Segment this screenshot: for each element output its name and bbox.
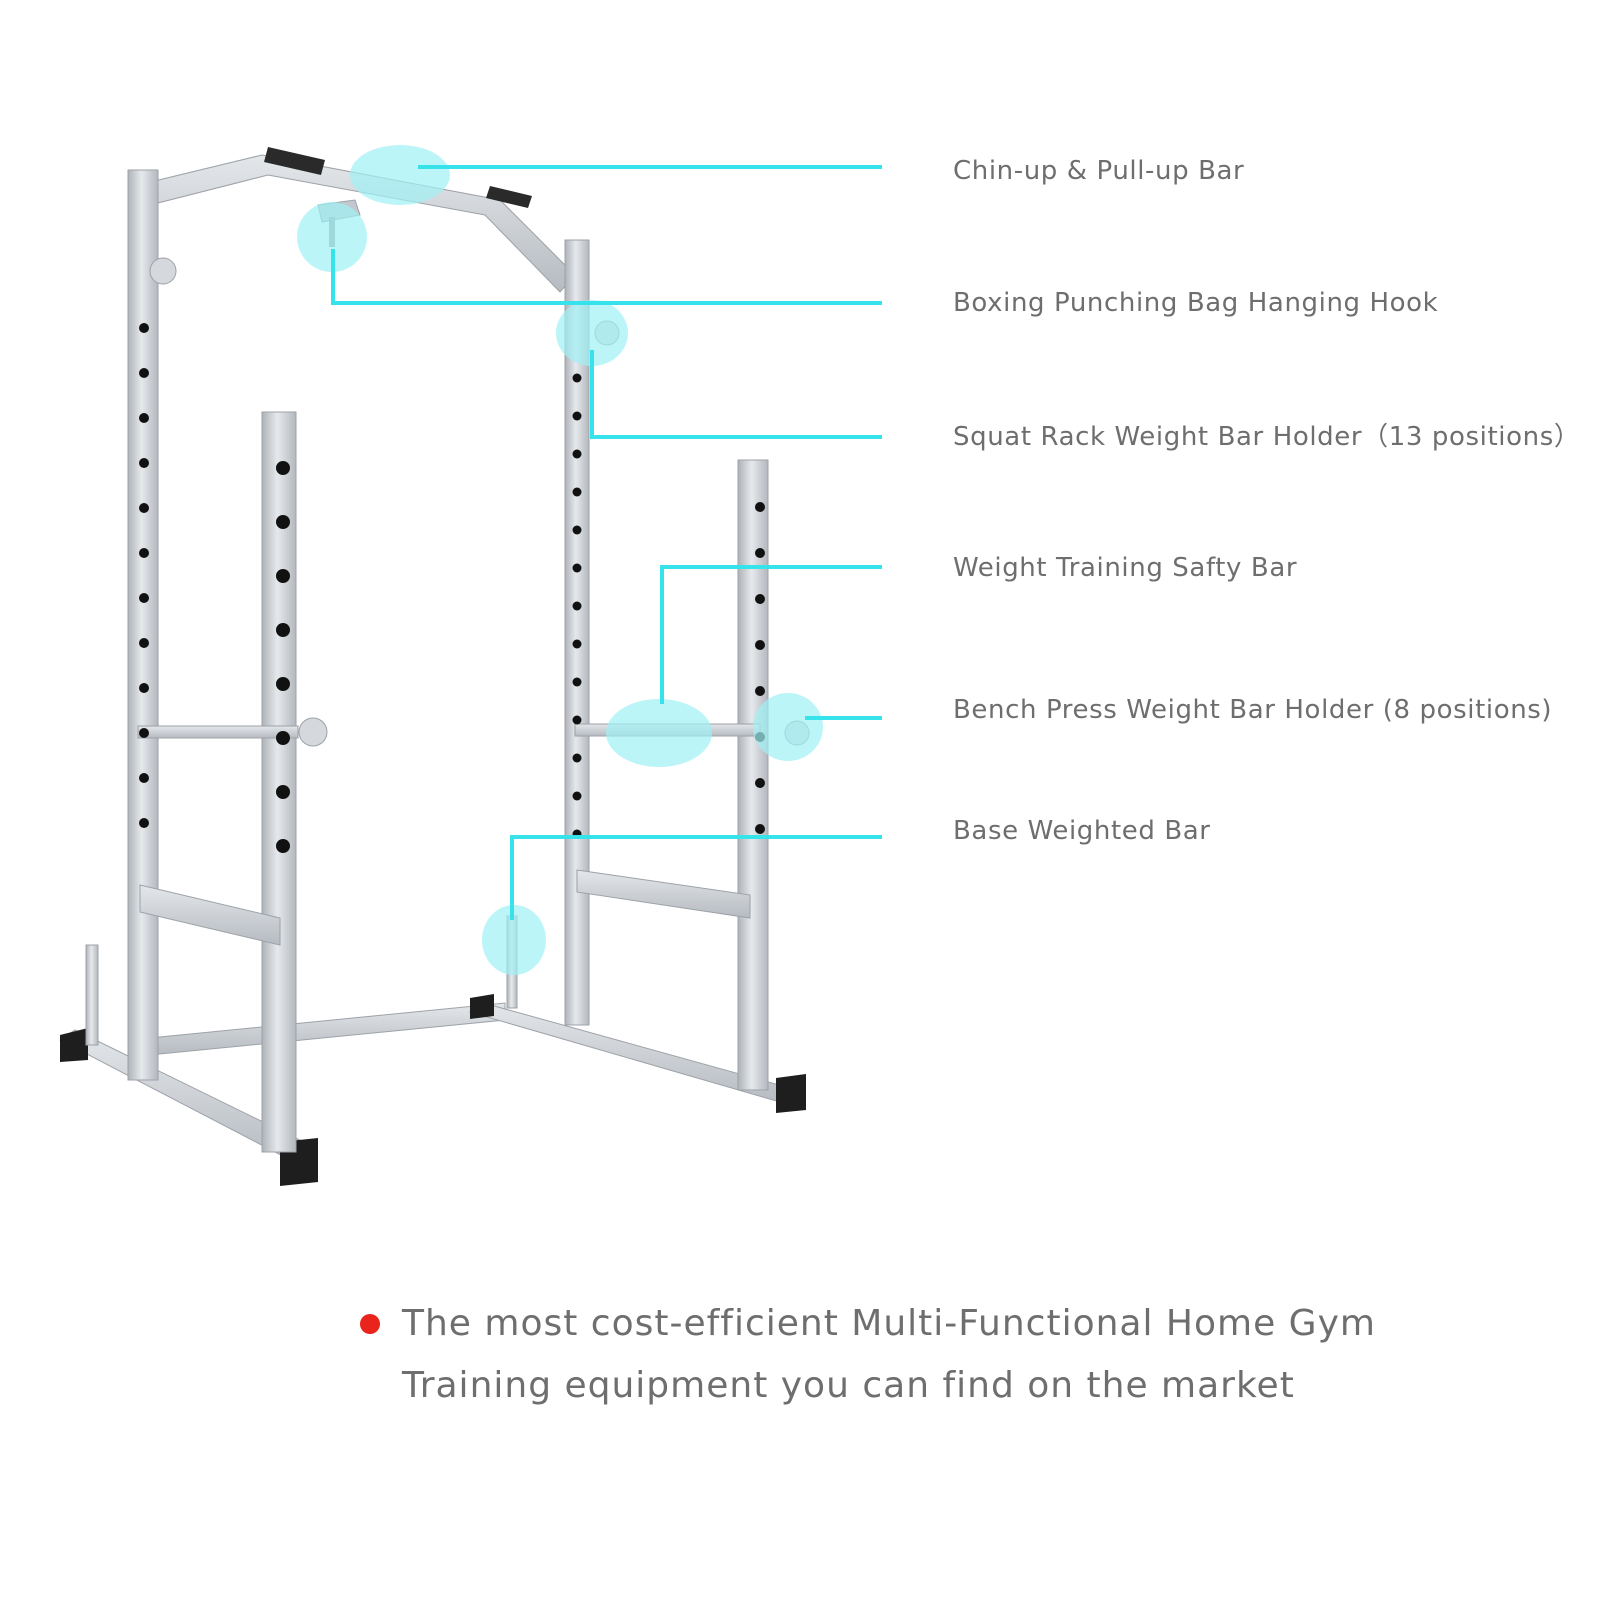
chinup-grip-left xyxy=(264,147,325,175)
hole-back-right xyxy=(572,487,582,497)
foot-left-back xyxy=(60,1028,88,1062)
hole-front-right xyxy=(755,824,765,834)
hole-back-left xyxy=(139,728,149,738)
hole-front-left xyxy=(276,515,290,529)
hole-back-right xyxy=(572,753,582,763)
tagline-line-1: The most cost-efficient Multi-Functional… xyxy=(402,1303,1376,1344)
hole-front-right xyxy=(755,778,765,788)
callout-line-safety xyxy=(660,565,882,704)
highlight-bench xyxy=(753,693,823,761)
hole-front-left xyxy=(276,677,290,691)
highlight-hook xyxy=(297,202,367,272)
rack-holes xyxy=(139,323,765,853)
highlight-chinup xyxy=(350,145,450,205)
rack-frame xyxy=(59,147,810,1186)
hole-back-left xyxy=(139,683,149,693)
hole-front-left xyxy=(276,839,290,853)
hole-front-left xyxy=(276,461,290,475)
hole-back-left xyxy=(139,593,149,603)
highlight-spots xyxy=(297,145,823,975)
hole-back-right xyxy=(572,677,582,687)
crossbar-right-low xyxy=(576,869,751,919)
highlight-safety xyxy=(606,699,712,767)
hole-front-left xyxy=(276,785,290,799)
hole-front-right xyxy=(755,548,765,558)
hole-back-right xyxy=(572,791,582,801)
label-base-bar: Base Weighted Bar xyxy=(953,816,1211,846)
bar-holder-front-left xyxy=(298,717,328,747)
bar-holder-back-left xyxy=(149,257,177,285)
hole-back-left xyxy=(139,548,149,558)
hole-back-right xyxy=(572,449,582,459)
tagline-line-2: Training equipment you can find on the m… xyxy=(402,1365,1295,1406)
highlight-squat xyxy=(556,300,628,366)
hole-back-right xyxy=(572,525,582,535)
label-bench-holder: Bench Press Weight Bar Holder (8 positio… xyxy=(953,695,1553,725)
hole-back-left xyxy=(139,503,149,513)
label-bag-hook: Boxing Punching Bag Hanging Hook xyxy=(953,288,1439,318)
upright-back-left xyxy=(127,169,159,1081)
hole-back-left xyxy=(139,413,149,423)
hole-front-right xyxy=(755,640,765,650)
hole-back-left xyxy=(139,368,149,378)
base-rail-back xyxy=(149,1002,506,1056)
hole-back-left xyxy=(139,818,149,828)
hole-front-right xyxy=(755,594,765,604)
chinup-grip-right xyxy=(486,186,532,208)
hole-back-left xyxy=(139,773,149,783)
upright-back-right xyxy=(564,239,590,1026)
foot-right-front xyxy=(776,1074,806,1113)
highlight-base xyxy=(482,905,546,975)
hole-back-right xyxy=(572,373,582,383)
crossbar-left-low xyxy=(139,884,281,946)
hole-front-right xyxy=(755,502,765,512)
hole-back-left xyxy=(139,458,149,468)
bullet-dot-icon xyxy=(360,1314,380,1334)
hole-back-left xyxy=(139,323,149,333)
callout-line-squat xyxy=(590,350,882,439)
hole-front-left xyxy=(276,731,290,745)
label-chinup-bar: Chin-up & Pull-up Bar xyxy=(953,156,1245,186)
label-squat-holder: Squat Rack Weight Bar Holder（13 position… xyxy=(953,422,1581,452)
hole-front-left xyxy=(276,569,290,583)
hole-back-right xyxy=(572,411,582,421)
hole-back-left xyxy=(139,638,149,648)
foot-right-back xyxy=(470,994,494,1019)
hole-front-right xyxy=(755,686,765,696)
label-safety-bar: Weight Training Safty Bar xyxy=(953,553,1298,583)
hole-back-right xyxy=(572,715,582,725)
hole-back-right xyxy=(572,563,582,573)
hole-front-left xyxy=(276,623,290,637)
plate-storage-pin xyxy=(85,944,99,1046)
upright-front-left xyxy=(261,411,297,1153)
callout-line-base xyxy=(510,835,882,920)
hole-back-right xyxy=(572,601,582,611)
hole-back-right xyxy=(572,639,582,649)
safety-bar-left xyxy=(137,725,299,739)
callout-line-hook xyxy=(331,249,882,305)
callout-lines xyxy=(331,165,882,920)
